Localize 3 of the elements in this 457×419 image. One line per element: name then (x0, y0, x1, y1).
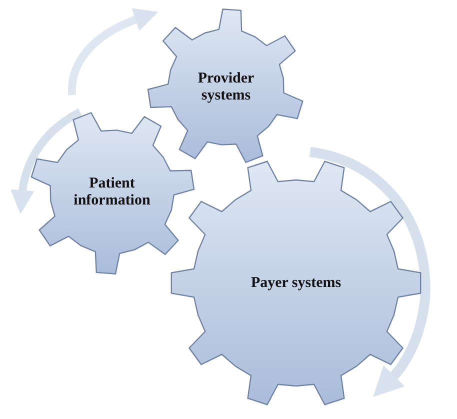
gear-label: Provider systems (196, 70, 256, 104)
gear-label: Patient information (72, 176, 152, 208)
gear-label: Payer systems (250, 274, 342, 292)
